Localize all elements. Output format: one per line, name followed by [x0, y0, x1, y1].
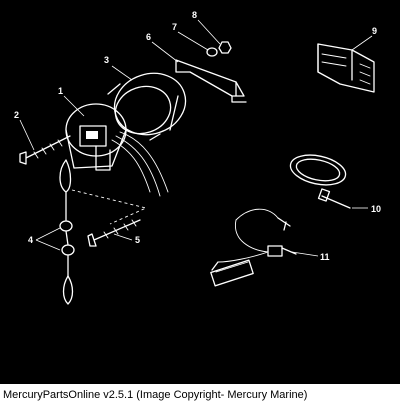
part-11-wire-harness: [210, 208, 297, 287]
part-7-washer: [206, 47, 218, 57]
part-10-cable-tie: [289, 154, 351, 209]
part-1-sensor-housing: [65, 103, 169, 197]
part-2-screw: [19, 135, 71, 165]
parts-diagram: 1 2 3 4 5 6 7 8 9 10 11: [0, 0, 400, 384]
leader-lines: [19, 19, 373, 257]
callout-3: 3: [104, 55, 109, 65]
callout-7: 7: [172, 22, 177, 32]
part-9-clip-plate: [317, 43, 375, 93]
callout-10: 10: [371, 204, 381, 214]
callout-9: 9: [372, 26, 377, 36]
callout-5: 5: [135, 235, 140, 245]
callout-11: 11: [320, 252, 330, 262]
callout-numbers: 1 2 3 4 5 6 7 8 9 10 11: [14, 10, 381, 262]
callout-2: 2: [14, 110, 19, 120]
copyright-caption: MercuryPartsOnline v2.5.1 (Image Copyrig…: [3, 389, 308, 401]
callout-8: 8: [192, 10, 197, 20]
callout-4: 4: [28, 235, 33, 245]
part-4-lanyard-clips: [59, 159, 148, 305]
callout-1: 1: [58, 86, 63, 96]
part-8-nut: [218, 41, 232, 54]
part-5-screw: [87, 219, 141, 247]
callout-6: 6: [146, 32, 151, 42]
exploded-view-drawing: 1 2 3 4 5 6 7 8 9 10 11: [14, 10, 381, 305]
part-3-mounting-ring: [107, 72, 187, 141]
part-6-bracket: [175, 59, 247, 103]
